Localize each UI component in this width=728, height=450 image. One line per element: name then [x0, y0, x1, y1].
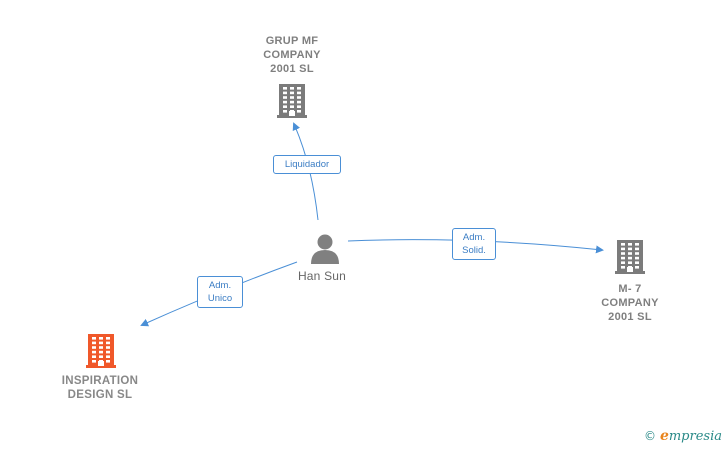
building-icon[interactable] [615, 240, 645, 274]
building-window [92, 341, 96, 345]
building-window [290, 87, 294, 90]
node-label-m7[interactable]: M- 7 COMPANY 2001 SL [601, 283, 659, 323]
building-window [92, 360, 96, 363]
building-icon[interactable] [277, 84, 307, 118]
building-window [628, 261, 632, 264]
building-window [628, 256, 632, 260]
brand-logo: ©empresia [644, 428, 722, 444]
copyright-icon: © [643, 429, 656, 443]
building-window [290, 100, 294, 104]
building-window [621, 261, 625, 264]
building-window [297, 96, 301, 99]
building-window [106, 350, 110, 354]
building-door [627, 267, 633, 272]
building-window [106, 346, 110, 349]
person-icon[interactable] [311, 234, 339, 265]
building-window [106, 337, 110, 340]
building-window [283, 105, 287, 108]
building-window [283, 96, 287, 99]
building-window [283, 91, 287, 95]
building-window [621, 266, 625, 269]
building-window [621, 243, 625, 246]
building-window [621, 256, 625, 260]
building-window [628, 243, 632, 246]
building-window [628, 252, 632, 255]
building-window [106, 341, 110, 345]
building-window [621, 252, 625, 255]
building-window [635, 247, 639, 251]
building-window [92, 337, 96, 340]
building-window [635, 243, 639, 246]
building-window [92, 346, 96, 349]
building-window [99, 350, 103, 354]
building-window [290, 105, 294, 108]
building-window [106, 355, 110, 358]
edge-label-adm-unico: Adm. Unico [197, 276, 243, 308]
building-icon[interactable] [86, 334, 116, 368]
building-window [290, 91, 294, 95]
building-window [92, 355, 96, 358]
node-label-han-sun[interactable]: Han Sun [297, 269, 347, 283]
building-window [99, 355, 103, 358]
node-label-inspiration[interactable]: INSPIRATION DESIGN SL [61, 375, 139, 401]
building-window [635, 261, 639, 264]
building-window [297, 87, 301, 90]
building-window [628, 247, 632, 251]
building-door [289, 111, 295, 116]
building-window [283, 87, 287, 90]
building-window [635, 256, 639, 260]
node-label-grup-mf[interactable]: GRUP MF COMPANY 2001 SL [263, 35, 321, 75]
building-window [297, 105, 301, 108]
building-window [283, 110, 287, 113]
building-window [297, 100, 301, 104]
brand-name: mpresia [668, 429, 722, 444]
building-window [635, 266, 639, 269]
building-window [297, 91, 301, 95]
building-window [99, 346, 103, 349]
building-window [297, 110, 301, 113]
edge-label-adm-solid: Adm. Solid. [452, 228, 496, 260]
building-window [635, 252, 639, 255]
building-window [283, 100, 287, 104]
building-window [290, 96, 294, 99]
building-window [92, 350, 96, 354]
brand-initial: e [659, 428, 669, 444]
building-window [99, 337, 103, 340]
building-window [106, 360, 110, 363]
edge-label-liquidador: Liquidador [273, 155, 341, 174]
building-window [621, 247, 625, 251]
building-window [99, 341, 103, 345]
building-door [98, 361, 104, 366]
